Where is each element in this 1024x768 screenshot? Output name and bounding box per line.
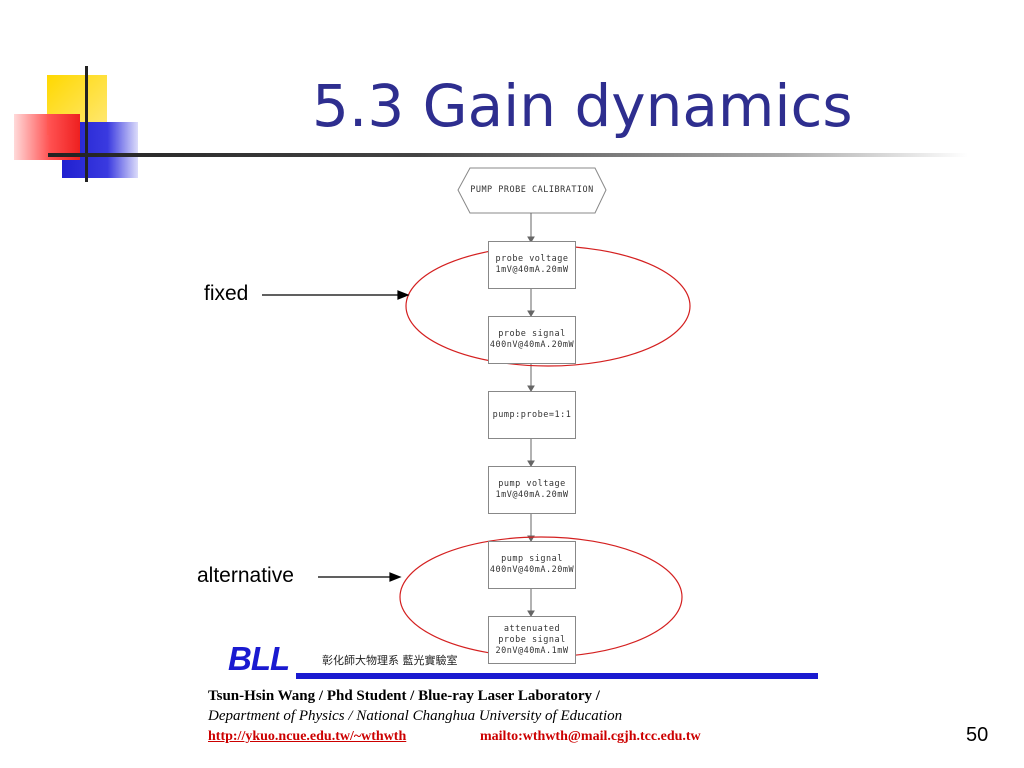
node-line: probe signal — [498, 329, 566, 339]
node-line: attenuated — [503, 623, 561, 634]
page-number: 50 — [966, 724, 989, 746]
node-line: 1mV@40mA.20mW — [495, 490, 569, 500]
vertical-line — [85, 66, 88, 182]
alternative-pointer-arrowhead — [389, 572, 402, 582]
node-line: 20nV@40mA.1mW — [495, 645, 569, 656]
fixed-pointer-arrowhead — [397, 290, 410, 300]
author-line: Tsun-Hsin Wang / Phd Student / Blue-ray … — [208, 688, 600, 704]
fixed-label: fixed — [204, 282, 249, 305]
flow-node-attenuated-probe-signal: attenuated probe signal 20nV@40mA.1mW — [488, 616, 576, 664]
email-link[interactable]: mailto:wthwth@mail.cgjh.tcc.edu.tw — [480, 729, 701, 744]
bll-logo: BLL — [228, 640, 290, 677]
arrowhead-3 — [527, 385, 535, 392]
title-rule — [48, 153, 968, 157]
flow-node-probe-voltage: probe voltage 1mV@40mA.20mW — [488, 241, 576, 289]
node-line: 1mV@40mA.20mW — [495, 265, 569, 275]
slide-title: 5.3 Gain dynamics — [312, 72, 853, 140]
start-label: PUMP PROBE CALIBRATION — [470, 185, 594, 195]
node-line: pump signal — [501, 554, 563, 564]
flow-node-probe-signal: probe signal 400nV@40mA.20mW — [488, 316, 576, 364]
homepage-link[interactable]: http://ykuo.ncue.edu.tw/~wthwth — [208, 729, 407, 744]
department-line: Department of Physics / National Changhu… — [208, 708, 623, 724]
node-line: 400nV@40mA.20mW — [489, 340, 575, 350]
alternative-label: alternative — [197, 564, 294, 587]
flow-node-pump-voltage: pump voltage 1mV@40mA.20mW — [488, 466, 576, 514]
arrowhead-6 — [527, 610, 535, 617]
node-line: pump:probe=1:1 — [492, 409, 572, 420]
node-line: probe signal — [498, 634, 566, 645]
flow-node-pump-probe-ratio: pump:probe=1:1 — [488, 391, 576, 439]
arrowhead-4 — [527, 460, 535, 467]
arrowhead-1 — [527, 236, 535, 243]
node-line: pump voltage — [498, 479, 566, 489]
start-hexagon — [457, 167, 607, 214]
node-line: probe voltage — [495, 254, 569, 264]
lab-name-chinese: 彰化師大物理系 藍光實驗室 — [322, 654, 458, 667]
flow-node-pump-signal: pump signal 400nV@40mA.20mW — [488, 541, 576, 589]
flow-node-start: PUMP PROBE CALIBRATION — [462, 170, 602, 211]
node-line: 400nV@40mA.20mW — [489, 565, 575, 575]
red-square — [14, 114, 80, 160]
arrowhead-2 — [527, 310, 535, 317]
logo-underline — [296, 673, 818, 679]
